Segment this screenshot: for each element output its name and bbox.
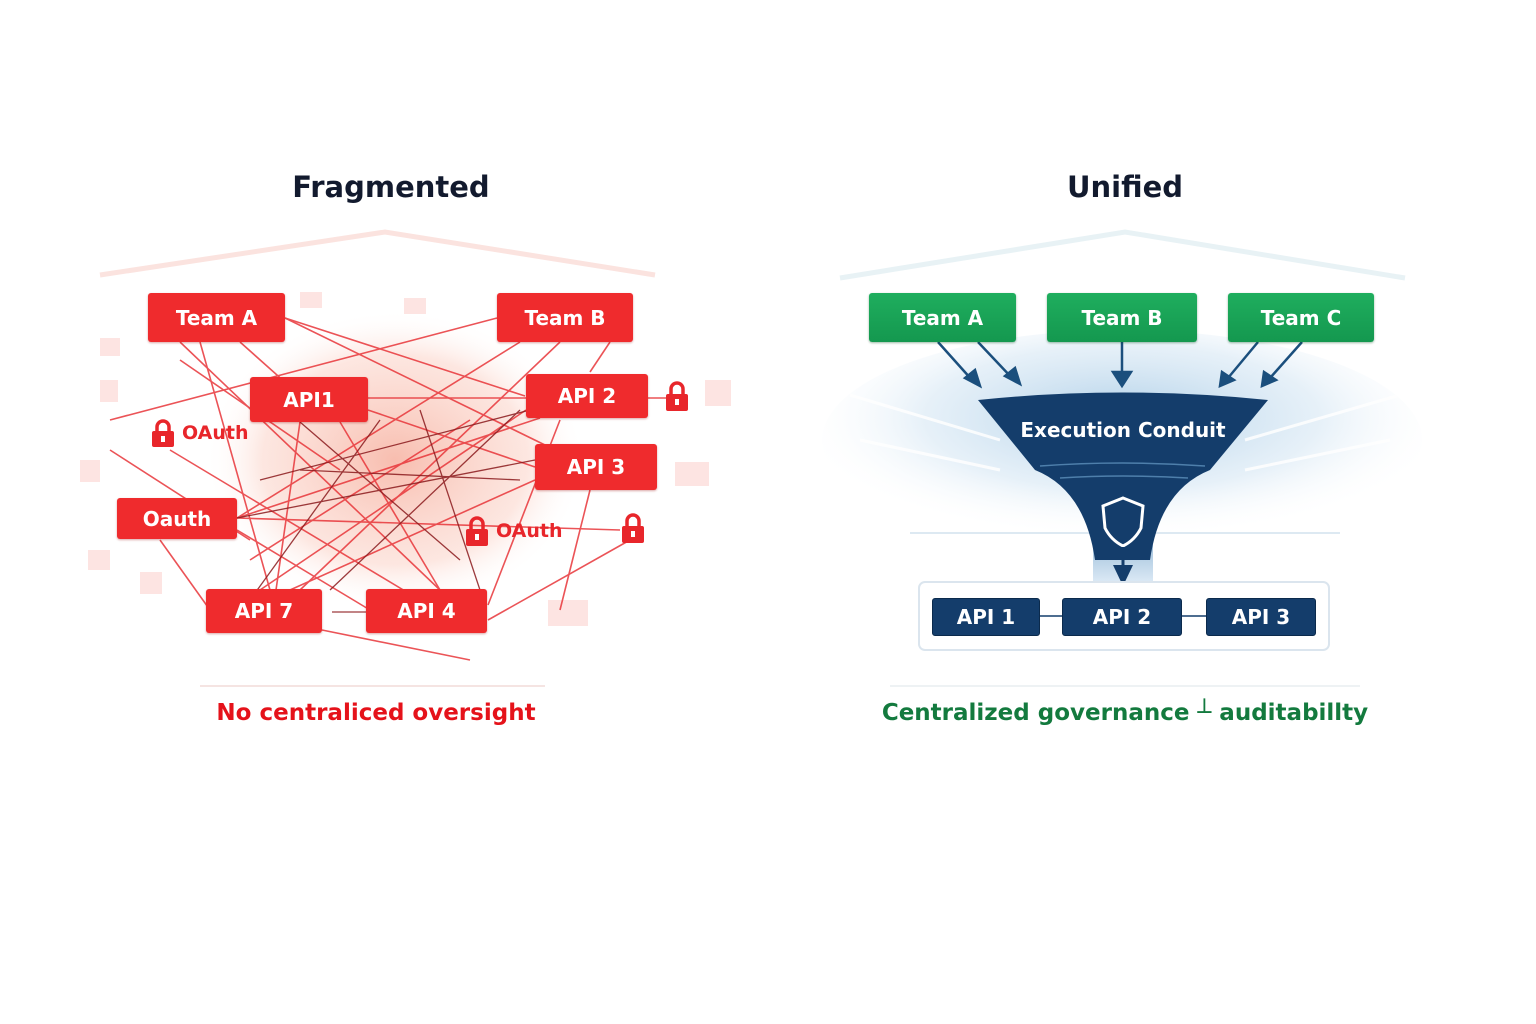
api4-node: API 4 — [366, 589, 487, 633]
oauth-text-1: OAuth — [182, 422, 249, 444]
fragmented-title: Fragmented — [292, 170, 490, 204]
execution-conduit-label: Execution Conduit — [1020, 418, 1226, 442]
api3-node: API 3 — [535, 444, 657, 490]
unified-team-c-node: Team C — [1228, 293, 1374, 342]
unified-team-b-label: Team B — [1081, 305, 1163, 330]
api1-label: API1 — [283, 387, 335, 412]
dark-connections — [236, 409, 536, 613]
left-roof-line — [99, 229, 656, 278]
team-a-node: Team A — [148, 293, 285, 342]
down-arrow-icon — [1113, 565, 1133, 586]
api2-node: API 2 — [526, 374, 648, 418]
team-b-node: Team B — [497, 293, 633, 342]
unified-caption: Centralized governance ┴ auditabillty — [881, 700, 1369, 726]
fragmented-caption: No centraliced oversight — [216, 700, 536, 726]
oauth-label-2: OAuth — [464, 515, 562, 547]
lock-icon — [666, 381, 688, 411]
api2-label: API 2 — [557, 384, 617, 408]
api1-node: API1 — [250, 377, 368, 422]
tangled-connections — [109, 317, 676, 661]
funnel-rim-line — [1039, 462, 1206, 467]
light-rays — [849, 393, 1401, 472]
lock-icon — [152, 419, 174, 447]
funnel-rim-line-2 — [1059, 475, 1189, 479]
unified-api1-node: API 1 — [932, 598, 1040, 636]
team-a-label: Team A — [175, 305, 258, 330]
api7-node: API 7 — [206, 589, 322, 633]
left-glow — [205, 310, 585, 610]
right-roof-line — [839, 229, 1406, 281]
unified-team-b-node: Team B — [1047, 293, 1197, 342]
unified-title: Unified — [1066, 170, 1184, 204]
unified-team-a-label: Team A — [901, 305, 984, 330]
team-b-label: Team B — [524, 305, 606, 330]
api3-label: API 3 — [566, 455, 626, 479]
unified-api1-label: API 1 — [956, 605, 1016, 629]
unified-api3-node: API 3 — [1206, 598, 1316, 636]
ghost-nodes — [80, 292, 731, 626]
unified-team-a-node: Team A — [869, 293, 1016, 342]
team-arrows — [937, 341, 1303, 389]
lock-icon — [622, 513, 644, 543]
oauth-text-2: OAuth — [496, 520, 563, 542]
lock-icon — [466, 516, 488, 546]
shield-icon — [1101, 496, 1145, 548]
oauth-node-label: Oauth — [142, 506, 212, 531]
unified-team-c-label: Team C — [1260, 305, 1342, 330]
oauth-node: Oauth — [117, 498, 237, 539]
api4-label: API 4 — [397, 599, 456, 623]
unified-api3-label: API 3 — [1231, 605, 1291, 629]
unified-api2-node: API 2 — [1062, 598, 1182, 636]
unified-api2-label: API 2 — [1092, 605, 1152, 629]
oauth-label-1: OAuth — [150, 418, 248, 448]
api7-label: API 7 — [234, 599, 294, 623]
